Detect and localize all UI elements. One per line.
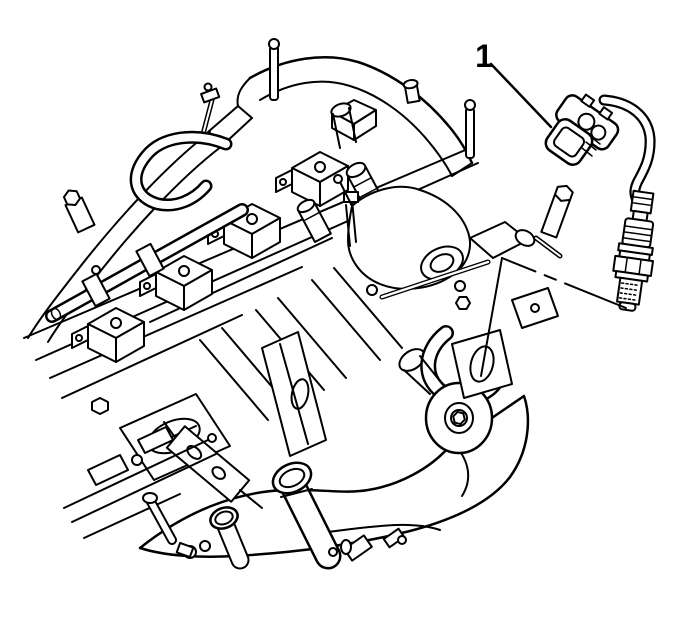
throttle-body xyxy=(333,174,491,310)
engine-illustration xyxy=(23,38,574,570)
stud-icon xyxy=(269,45,279,101)
hex-bolt-icon xyxy=(455,296,471,310)
ignition-coil xyxy=(139,255,213,311)
sensor-connector xyxy=(544,93,620,166)
mounting-brackets xyxy=(91,331,327,509)
oxygen-sensor xyxy=(544,93,656,312)
callout-leader-line xyxy=(489,62,553,129)
fuel-rail xyxy=(45,189,249,323)
sensor-location-bracket xyxy=(451,329,513,399)
round-boss xyxy=(403,355,494,455)
bottom-fittings xyxy=(328,527,407,562)
phantom-leader-to-engine xyxy=(480,257,503,377)
coolant-pipe-stubs xyxy=(209,461,342,570)
cover-studs xyxy=(268,38,476,159)
phantom-line xyxy=(480,257,627,377)
callout-1-label: 1 xyxy=(475,38,493,74)
ignition-coil xyxy=(207,203,281,259)
lower-left-details xyxy=(63,426,217,559)
ignition-coils xyxy=(71,151,349,363)
breather-hose xyxy=(129,130,233,212)
ignition-coil xyxy=(71,307,145,363)
callout-1: 1 xyxy=(475,38,553,129)
hex-bolt-icon xyxy=(91,397,109,415)
hex-bolt-icon xyxy=(452,410,466,426)
sensor-body xyxy=(612,189,655,312)
phantom-dash-dot-line xyxy=(501,257,627,309)
cam-cover-edge xyxy=(27,131,223,343)
right-fittings xyxy=(469,184,574,329)
sensor-blocks-under-arch xyxy=(330,99,377,149)
